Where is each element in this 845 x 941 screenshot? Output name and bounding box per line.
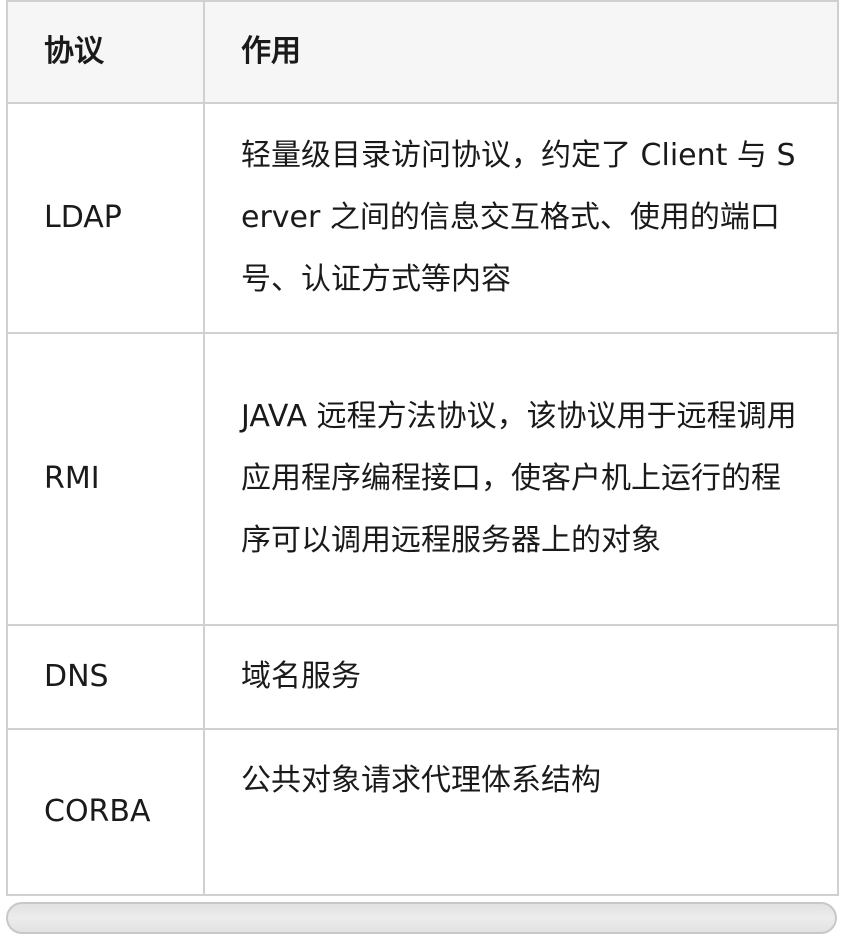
protocol-table: 协议 作用 LDAP 轻量级目录访问协议，约定了 Client 与 Server… xyxy=(6,0,839,896)
header-purpose: 作用 xyxy=(203,0,839,104)
purpose-cell: 轻量级目录访问协议，约定了 Client 与 Server 之间的信息交互格式、… xyxy=(203,102,839,334)
header-protocol: 协议 xyxy=(6,0,205,104)
protocol-cell: DNS xyxy=(6,624,205,730)
protocol-cell: LDAP xyxy=(6,102,205,334)
horizontal-scrollbar[interactable] xyxy=(6,902,837,934)
purpose-cell: JAVA 远程方法协议，该协议用于远程调用应用程序编程接口，使客户机上运行的程序… xyxy=(203,332,839,626)
purpose-cell: 公共对象请求代理体系结构 xyxy=(203,728,839,896)
table-row: LDAP 轻量级目录访问协议，约定了 Client 与 Server 之间的信息… xyxy=(6,102,839,334)
table-header-row: 协议 作用 xyxy=(6,0,839,104)
protocol-cell: CORBA xyxy=(6,728,205,896)
table-row: RMI JAVA 远程方法协议，该协议用于远程调用应用程序编程接口，使客户机上运… xyxy=(6,332,839,626)
protocol-table-container: 协议 作用 LDAP 轻量级目录访问协议，约定了 Client 与 Server… xyxy=(6,0,839,896)
table-row: DNS 域名服务 xyxy=(6,624,839,730)
protocol-cell: RMI xyxy=(6,332,205,626)
table-row: CORBA 公共对象请求代理体系结构 xyxy=(6,728,839,896)
purpose-cell: 域名服务 xyxy=(203,624,839,730)
